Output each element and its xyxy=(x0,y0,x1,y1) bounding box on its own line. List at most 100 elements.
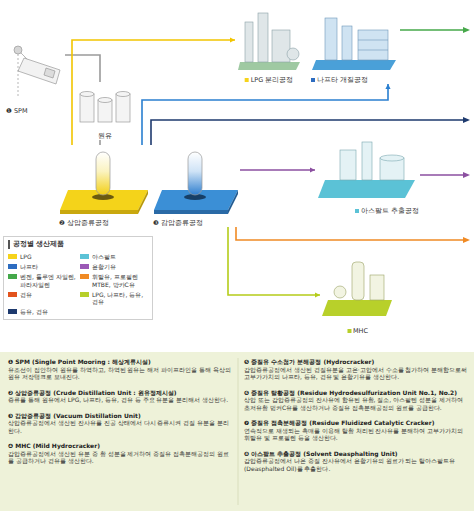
legend-list: LPG 아스팔트나프타 윤활기유벤젠, 톨루엔 자일렌, 파라자일렌 휘발유, 프로필… xyxy=(8,253,148,315)
legend-item: LPG xyxy=(8,253,76,260)
description-heading: ❹ MHC (Mild Hydrocracker) xyxy=(8,442,232,450)
pipe-offpage xyxy=(151,120,464,145)
crude-tanks xyxy=(80,92,130,123)
legend-item: LPG, 나프타, 등유, 경유 xyxy=(80,291,148,305)
legend-item: 나프타 xyxy=(8,263,76,270)
pipe-offpage xyxy=(463,27,470,33)
label-marker xyxy=(311,78,315,82)
label-row: 원유 xyxy=(97,132,113,140)
spm-illustration xyxy=(14,46,22,54)
process-label: MHC xyxy=(353,327,368,335)
process-label: 아스팔트 추출공정 xyxy=(361,207,419,215)
vdu-platform xyxy=(154,152,238,214)
vdu-platform xyxy=(228,190,238,214)
description-body: 감압증류공정에서 생산된 경질유분을 고온·고압에서 수소를 첨가하여 분해함으… xyxy=(244,366,468,381)
legend-swatch xyxy=(80,254,89,259)
pipe-offpage xyxy=(400,29,464,31)
lpg-plant xyxy=(245,22,253,62)
lpg-plant xyxy=(287,48,299,60)
crude-tanks xyxy=(98,100,112,122)
asphalt-plant xyxy=(380,155,404,161)
label-row: ❷ 상압증류공정 xyxy=(58,219,110,227)
legend-swatch xyxy=(80,292,89,297)
pipe-connector xyxy=(100,140,101,145)
process-label: LPG 분리공정 xyxy=(251,76,294,84)
cdu-platform xyxy=(60,152,148,214)
legend-item: 경유 xyxy=(8,291,76,305)
pipe-offpage xyxy=(463,237,470,243)
description-heading: ❽ 아스팔트 추출공정 (Solvent Deasphalting Unit) xyxy=(244,450,468,458)
crude-tanks xyxy=(116,92,130,97)
pipe-line xyxy=(228,227,320,295)
asphalt-plant xyxy=(362,142,372,180)
label-marker xyxy=(355,209,359,213)
naphtha-plant xyxy=(312,60,396,70)
legend-swatch xyxy=(8,254,17,259)
pipe-connector xyxy=(240,167,315,172)
vdu-platform xyxy=(188,152,202,195)
process-label: 원유 xyxy=(98,132,112,140)
legend-text: 휘발유, 프로필렌 MTBE, 방카C유 xyxy=(92,273,148,287)
label-row: ❸ 감압증류공정 xyxy=(152,219,204,227)
mhc-plant xyxy=(322,262,392,316)
legend-text: 경유 xyxy=(20,291,32,298)
crude-tanks xyxy=(80,92,94,97)
description-heading: ❻ 중질유 탈황공정 (Residue Hydrodesulfurization… xyxy=(244,389,468,397)
legend-item: 벤젠, 톨루엔 자일렌, 파라자일렌 xyxy=(8,273,76,287)
description-block: ❼ 중질유 접촉분해공정 (Residue Fluidized Catalyti… xyxy=(244,419,468,442)
pipe-connector xyxy=(228,227,320,298)
legend-header: 공정별 생산제품 xyxy=(8,240,148,249)
arrow-head xyxy=(315,292,320,297)
legend-text: LPG, 나프타, 등유, 경유 xyxy=(92,291,148,305)
legend-text: LPG xyxy=(20,253,32,260)
description-body: 감압증류공정에서 생산된 유분 중 황 성분을 제거하여 중질유 접촉분해공정의… xyxy=(8,450,232,465)
pipe-line xyxy=(240,169,315,171)
legend-title: 공정별 생산제품 xyxy=(8,240,148,249)
pipe-line xyxy=(65,55,100,82)
lpg-plant xyxy=(238,62,300,70)
lpg-plant xyxy=(272,30,290,62)
legend-swatch xyxy=(8,292,17,297)
legend-text: 등유, 경유 xyxy=(20,308,48,315)
process-plant: MHC xyxy=(320,255,395,335)
description-block: ❻ 중질유 탈황공정 (Residue Hydrodesulfurization… xyxy=(244,389,468,412)
naphtha-plant xyxy=(312,18,396,70)
spm-illustration xyxy=(44,68,55,78)
label-row: 아스팔트 추출공정 xyxy=(354,207,420,215)
process-label: ❷ 상압증류공정 xyxy=(59,219,109,227)
legend-item: 휘발유, 프로필렌 MTBE, 방카C유 xyxy=(80,273,148,287)
spm-illustration xyxy=(18,54,19,98)
label-row: 나프타 개질공정 xyxy=(310,76,369,84)
label-marker xyxy=(347,329,351,333)
description-block: ❷ 상압증류공정 (Crude Distillation Unit : 원유정제… xyxy=(8,389,232,404)
spm-node: ❶ SPM xyxy=(5,40,65,115)
arrow-head xyxy=(310,167,315,172)
legend-swatch xyxy=(8,274,17,279)
description-body: 상압증류공정에서 생산된 잔사유를 진공 상태에서 다시 증류시켜 경질 유분을… xyxy=(8,419,232,434)
legend-item: 등유, 경유 xyxy=(8,308,76,315)
pipe-offpage xyxy=(236,227,464,240)
tank-node: 원유 xyxy=(75,82,135,140)
legend-swatch xyxy=(8,309,17,314)
legend-text: 아스팔트 xyxy=(92,253,116,260)
description-body: 유조선이 접안하여 원유를 하역하고, 하역된 원유는 해저 파이프라인을 통해… xyxy=(8,366,232,381)
legend-text: 윤활기유 xyxy=(92,263,116,270)
pipe-connector xyxy=(65,55,100,82)
process-plant: 아스팔트 추출공정 xyxy=(315,135,420,215)
description-body: 상압 또는 감압증류공정의 잔사유에 함유된 유황, 질소, 아스팔텐 성분을 … xyxy=(244,396,468,411)
pipe-offpage xyxy=(463,117,470,123)
asphalt-plant xyxy=(318,142,415,198)
spm-illustration xyxy=(18,58,60,84)
legend-swatch xyxy=(80,264,89,269)
pipe-offpage xyxy=(151,27,470,243)
process-label: ❶ SPM xyxy=(6,107,28,115)
description-heading: ❸ 감압증류공정 (Vacuum Distillation Unit) xyxy=(8,412,232,420)
legend-box: 공정별 생산제품 LPG 아스팔트나프타 윤활기유벤젠, 톨루엔 자일렌, 파라자일… xyxy=(3,236,153,320)
mhc-plant xyxy=(322,300,392,316)
arrow-head xyxy=(230,37,235,42)
pipe-line xyxy=(142,84,388,145)
description-heading: ❺ 중질유 수소첨가 분해공정 (Hydrocracker) xyxy=(244,358,468,366)
naphtha-plant xyxy=(325,18,337,60)
spm-illustration xyxy=(14,46,60,98)
description-block: ❽ 아스팔트 추출공정 (Solvent Deasphalting Unit)감… xyxy=(244,450,468,473)
